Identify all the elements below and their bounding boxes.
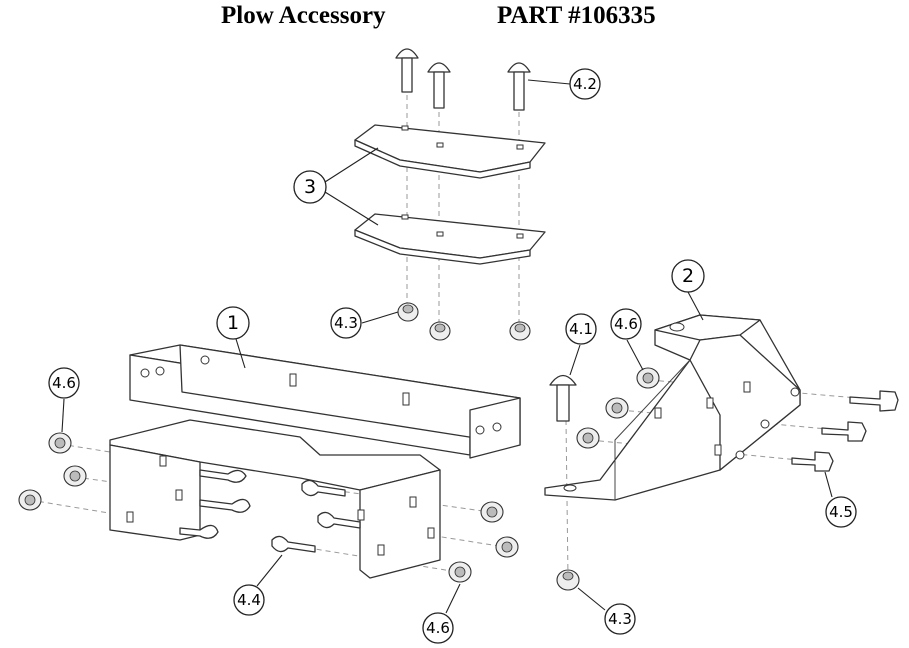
plate-lower bbox=[354, 213, 546, 265]
bracket-left bbox=[109, 344, 521, 579]
callout-4-3-bottom: 4.3 bbox=[604, 603, 636, 635]
flange-nuts-right bbox=[576, 367, 660, 449]
flange-nuts-left bbox=[18, 432, 519, 583]
callout-3: 3 bbox=[293, 170, 327, 204]
callout-4-6-bottom-label: 4.6 bbox=[426, 619, 450, 637]
carriage-bolts-left bbox=[179, 469, 361, 553]
callout-4-6-left-label: 4.6 bbox=[52, 374, 76, 392]
callout-1: 1 bbox=[216, 306, 250, 340]
callout-1-label: 1 bbox=[227, 312, 239, 334]
callout-4-5-label: 4.5 bbox=[829, 503, 853, 521]
callout-4-6-right: 4.6 bbox=[610, 308, 642, 340]
diagram-title: Plow Accessory bbox=[221, 2, 386, 29]
hex-bolts bbox=[791, 390, 899, 472]
callout-4-4-label: 4.4 bbox=[237, 591, 261, 609]
callout-4-6-right-label: 4.6 bbox=[614, 315, 638, 333]
callout-4-1: 4.1 bbox=[565, 313, 597, 345]
callout-4-2: 4.2 bbox=[569, 68, 601, 100]
callout-2: 2 bbox=[671, 259, 705, 293]
callout-4-6-bottom: 4.6 bbox=[422, 612, 454, 644]
callout-4-6-left: 4.6 bbox=[48, 367, 80, 399]
carriage-bolts-top bbox=[395, 48, 531, 111]
callout-3-label: 3 bbox=[304, 176, 316, 198]
callout-4-2-label: 4.2 bbox=[573, 75, 597, 93]
leader-lines bbox=[61, 79, 833, 614]
callout-2-label: 2 bbox=[682, 265, 694, 287]
callout-4-4: 4.4 bbox=[233, 584, 265, 616]
callout-4-5: 4.5 bbox=[825, 496, 857, 528]
flange-nuts-middle bbox=[397, 302, 531, 341]
bracket-right bbox=[544, 314, 801, 501]
callout-4-3-middle: 4.3 bbox=[330, 307, 362, 339]
plate-upper bbox=[354, 124, 546, 179]
callout-4-1-label: 4.1 bbox=[569, 320, 593, 338]
carriage-bolt-right bbox=[549, 374, 577, 422]
callout-4-3-middle-label: 4.3 bbox=[334, 314, 358, 332]
part-number: PART #106335 bbox=[497, 2, 656, 29]
callout-4-3-bottom-label: 4.3 bbox=[608, 610, 632, 628]
flange-nut-bottom bbox=[556, 569, 580, 591]
